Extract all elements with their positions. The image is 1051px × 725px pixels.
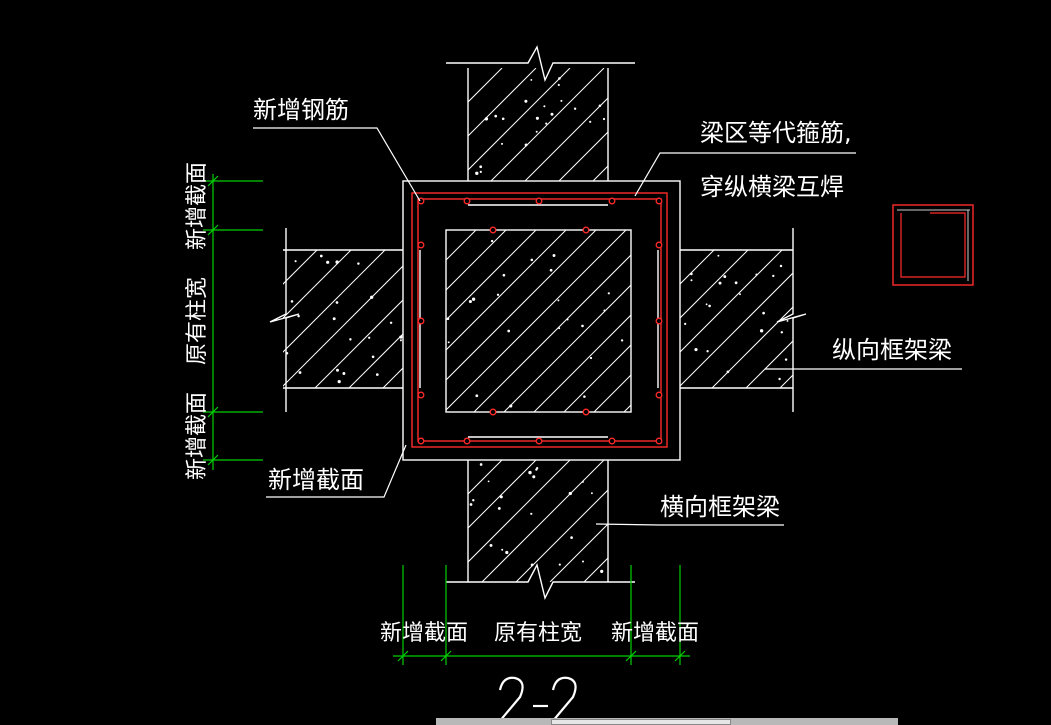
rebar-bar [463,437,471,445]
section-outlines [269,45,807,601]
rebar-bar [535,437,543,445]
dim-bottom-right: 新增截面 [611,621,699,646]
rebar-bar [417,241,425,249]
dim-left-mid: 原有柱宽 [185,277,210,365]
rebar-bar [463,197,471,205]
bottom-scroll-strip[interactable] [436,718,898,725]
dim-bottom-mid: 原有柱宽 [494,621,582,646]
left-beam-hatch [283,250,403,388]
lower-column-hatch [468,460,608,582]
rebar-bar [489,408,497,416]
scroll-thumb[interactable] [551,719,731,725]
rebar-bar [417,317,425,325]
rebar-bar [582,226,590,234]
rebar-bar [582,408,590,416]
rebar-bar [655,241,663,249]
label-longitudinal-beam: 纵向框架梁 [832,336,952,364]
label-new-section: 新增截面 [268,466,364,494]
upper-column-hatch [468,68,608,181]
rebar-bar [417,391,425,399]
rebar-bar [608,437,616,445]
stirrup-legend-symbol [892,204,974,286]
dim-bottom-left: 新增截面 [380,621,468,646]
right-beam-hatch [680,250,793,388]
section-title-2-2 [496,676,577,724]
rebar-bar [608,197,616,205]
rebar-bar [655,391,663,399]
concrete-aggregate-dots [285,77,789,573]
rebar-bar [655,317,663,325]
rebar-bar [655,197,663,205]
rebar-bar [489,226,497,234]
rebar-bars [417,197,663,445]
original-column-hatch [446,230,631,412]
rebar-bar [417,437,425,445]
label-beam-stirrup-2: 穿纵横梁互焊 [700,173,844,201]
dim-left-top: 新增截面 [185,162,210,250]
dim-left-bottom: 新增截面 [185,392,210,480]
rebar-bar [535,197,543,205]
label-transverse-beam: 横向框架梁 [660,493,780,521]
dimension-lines [203,174,690,665]
label-beam-stirrup-1: 梁区等代箍筋, [700,119,852,147]
label-new-rebar: 新增钢筋 [253,96,349,124]
section-title-text: 2-2 [0,0,2,1]
leader-lines [253,127,962,526]
new-rebar-cage [411,192,668,448]
rebar-bar [655,437,663,445]
